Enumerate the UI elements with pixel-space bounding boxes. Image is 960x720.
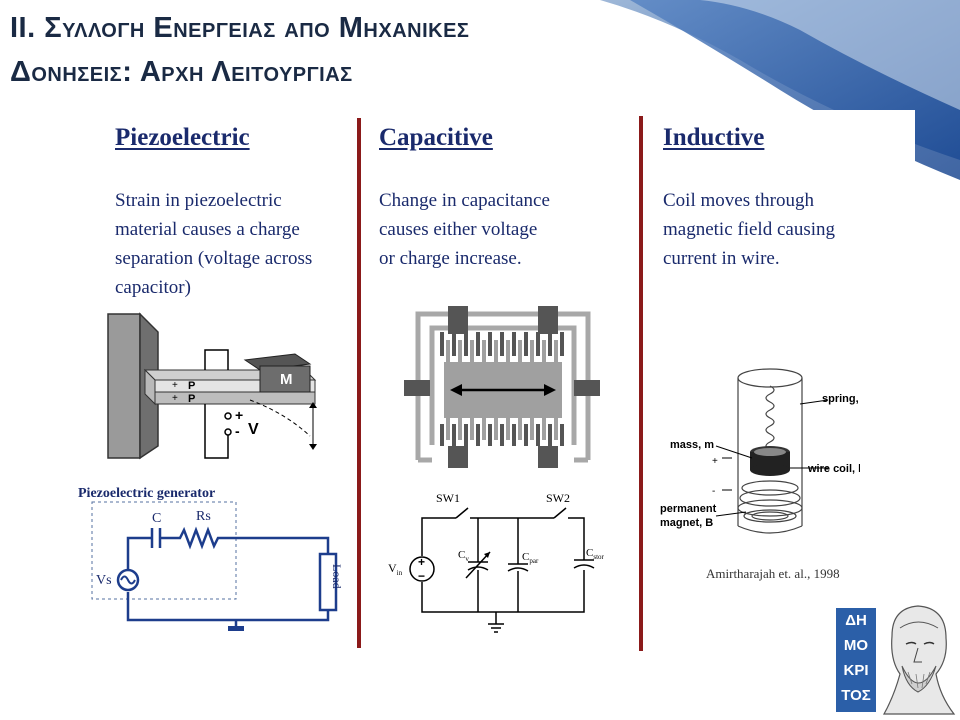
slide-title: II. Συλλογη Ενεργειας απο Μηχανικες Δονη… bbox=[10, 6, 610, 94]
text-line: separation (voltage across bbox=[115, 248, 313, 269]
title-line-2: Δονησεις: Αρχη Λειτουργιας bbox=[10, 56, 353, 88]
text-line: Strain in piezoelectric bbox=[115, 190, 282, 211]
text-capacitive: Change in capacitance causes either volt… bbox=[379, 186, 550, 273]
text-line: or charge increase. bbox=[379, 248, 522, 269]
piezo-circuit-title: Piezoelectric generator bbox=[78, 486, 215, 501]
logo-line-1: ΔΗ bbox=[845, 612, 867, 629]
pole-label-top-p: P bbox=[188, 380, 195, 392]
heading-piezoelectric: Piezoelectric bbox=[115, 124, 250, 151]
column-piezoelectric: Piezoelectric Strain in piezoelectric ma… bbox=[115, 110, 355, 655]
terminal-minus: - bbox=[235, 423, 240, 439]
heading-inductive: Inductive bbox=[663, 124, 765, 151]
heading-capacitive: Capacitive bbox=[379, 124, 493, 151]
label-resistor: Rs bbox=[196, 509, 211, 524]
column-inductive: Inductive Coil moves through magnetic fi… bbox=[663, 110, 903, 655]
column-divider bbox=[639, 116, 643, 651]
column-divider bbox=[357, 118, 361, 648]
logo-line-2: ΜΟ bbox=[843, 637, 869, 654]
comb-drive-diagram bbox=[404, 306, 600, 468]
text-line: material causes a charge bbox=[115, 219, 300, 240]
piezo-circuit: Piezoelectric generator C Rs Vs Load bbox=[78, 486, 344, 631]
text-line: causes either voltage bbox=[379, 219, 538, 240]
logo-line-3: ΚΡΙ bbox=[843, 662, 869, 679]
citation: Amirtharajah et. al., 1998 bbox=[706, 566, 840, 581]
inductive-device-diagram: spring, k mass, m + - wire coil, l perma… bbox=[660, 368, 860, 534]
source-plus: + bbox=[418, 555, 425, 569]
source-minus: − bbox=[418, 569, 425, 583]
label-load: Load bbox=[330, 564, 344, 589]
label-sw1: SW1 bbox=[436, 491, 460, 505]
label-mass: mass, m bbox=[670, 439, 714, 451]
label-magnet-2: magnet, B bbox=[660, 517, 713, 529]
text-line: Coil moves through bbox=[663, 190, 814, 211]
label-plus: + bbox=[712, 456, 718, 467]
logo-democritus: ΔΗ ΜΟ ΚΡΙ ΤΟΣ bbox=[836, 608, 876, 712]
label-cv: Cv bbox=[458, 549, 469, 563]
pole-label-bottom: + bbox=[172, 393, 178, 404]
piezo-device-diagram: M + P + P + - V bbox=[107, 312, 317, 460]
text-line: magnetic field causing bbox=[663, 219, 835, 240]
terminal-plus: + bbox=[235, 407, 243, 423]
label-cap: C bbox=[152, 511, 161, 526]
text-inductive: Coil moves through magnetic field causin… bbox=[663, 186, 835, 273]
title-line-1: II. Συλλογη Ενεργειας απο Μηχανικες bbox=[10, 12, 470, 44]
text-line: current in wire. bbox=[663, 248, 780, 269]
label-cpar: Cpar bbox=[522, 551, 539, 565]
label-source: Vs bbox=[96, 573, 112, 588]
pole-label-bottom-p: P bbox=[188, 393, 195, 405]
label-vin: Vin bbox=[388, 561, 403, 577]
text-piezoelectric: Strain in piezoelectric material causes … bbox=[115, 186, 312, 302]
logo-line-4: ΤΟΣ bbox=[841, 687, 871, 704]
voltage-label: V bbox=[248, 421, 259, 438]
label-minus: - bbox=[712, 486, 715, 497]
mass-label: M bbox=[280, 371, 293, 388]
capacitive-circuit: + − SW1 SW2 Vin Cv Cpar Cstor bbox=[388, 491, 605, 633]
label-magnet-1: permanent bbox=[660, 503, 717, 515]
label-sw2: SW2 bbox=[546, 491, 570, 505]
pole-label-top: + bbox=[172, 380, 178, 391]
text-line: capacitor) bbox=[115, 277, 191, 298]
text-line: Change in capacitance bbox=[379, 190, 550, 211]
label-spring: spring, k bbox=[822, 393, 860, 405]
label-cstor: Cstor bbox=[586, 547, 605, 561]
column-capacitive: Capacitive Change in capacitance causes … bbox=[379, 110, 619, 655]
democritus-portrait-icon bbox=[882, 605, 956, 715]
label-coil: wire coil, l bbox=[807, 463, 860, 475]
